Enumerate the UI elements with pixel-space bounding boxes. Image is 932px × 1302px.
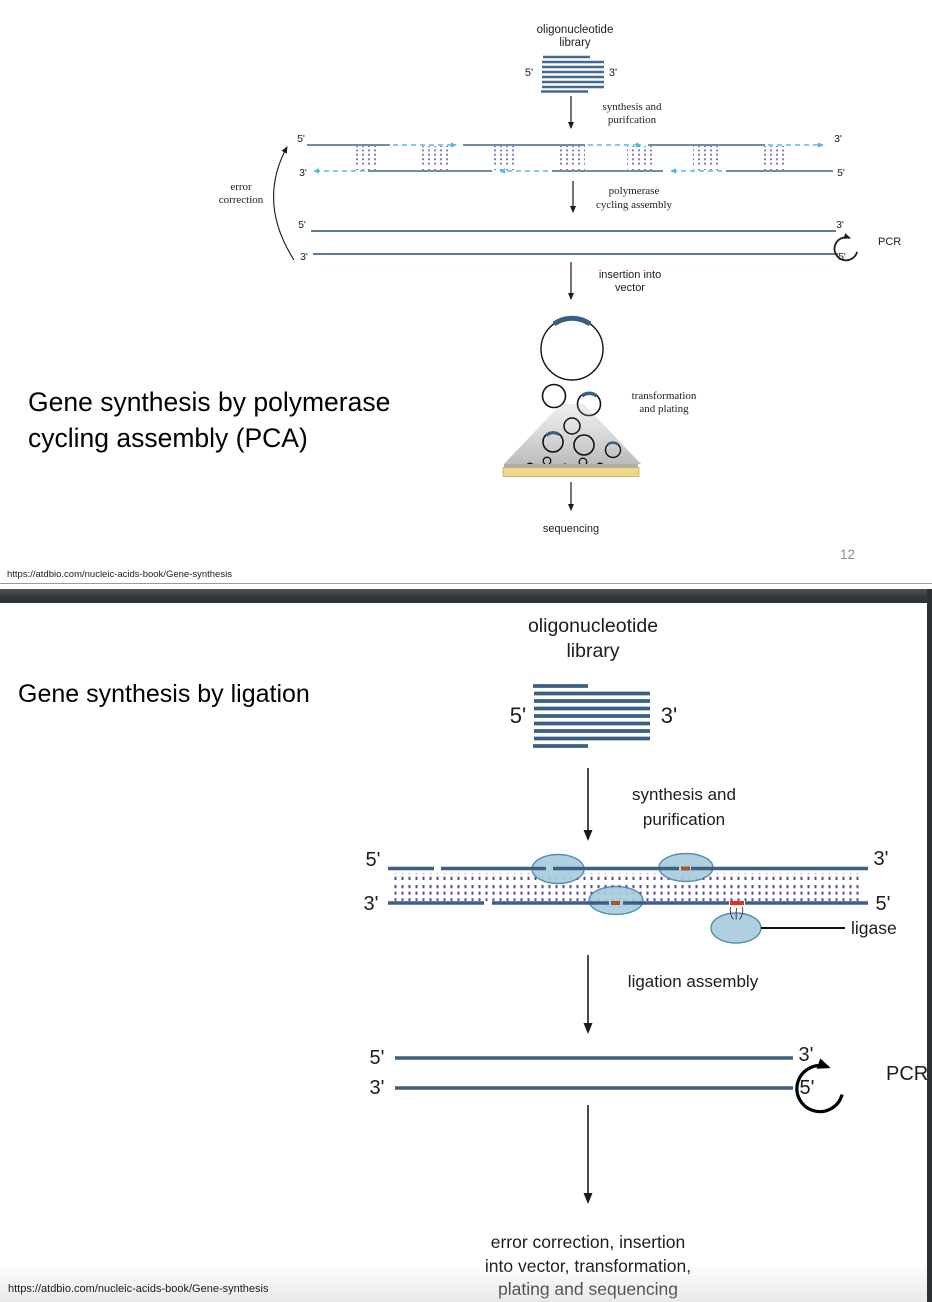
sequencing-label: sequencing <box>543 523 599 535</box>
vector-plasmid <box>540 315 604 381</box>
ligase-label: ligase <box>851 918 897 938</box>
error-correction-label-2: correction <box>219 194 264 206</box>
final-step-label-3: plating and sequencing <box>498 1279 678 1299</box>
oligo-5prime-label: 5' <box>525 67 533 79</box>
oligo-3prime-label: 3' <box>609 67 617 79</box>
annealed-oligos: 5' 3' 3' 5' <box>297 133 845 179</box>
slide-boundary-line <box>0 583 932 584</box>
error-correction-label-1: error <box>230 181 252 193</box>
nick-action-lines <box>729 906 744 920</box>
synthesis-label-2: purification <box>643 810 725 829</box>
synthesis-label-1: synthesis and <box>603 101 662 113</box>
duplex-5prime-br: 5' <box>876 893 891 915</box>
result-5prime-tl: 5' <box>370 1047 385 1069</box>
synthesis-label-1: synthesis and <box>632 785 736 804</box>
slide-ligation: oligonucleotide library 5' 3' synthesis … <box>0 603 932 1302</box>
nick-mark-mid <box>611 901 620 905</box>
insertion-label-2: vector <box>615 282 645 294</box>
final-step-label-1: error correction, insertion <box>491 1232 686 1252</box>
synthesis-label-2: purifcation <box>608 114 657 126</box>
final-step-label-2: into vector, transformation, <box>485 1256 691 1276</box>
duplex2-5prime-br: 5' <box>838 251 846 263</box>
footer-url-slide2: https://atdbio.com/nucleic-acids-book/Ge… <box>8 1283 269 1295</box>
page-number: 12 <box>840 547 856 562</box>
pca-label-2: cycling assembly <box>596 199 673 211</box>
pcr-label: PCR <box>878 236 901 248</box>
ligation-assembly-label: ligation assembly <box>628 972 759 991</box>
result-3prime-tr: 3' <box>799 1044 814 1066</box>
transformation-label-1: transformation <box>632 390 697 402</box>
result-3prime-bl: 3' <box>370 1077 385 1099</box>
transformation-label-2: and plating <box>639 403 689 415</box>
assembled-duplex: 5' 3' 3' 5' <box>298 219 846 263</box>
slide1-title: Gene synthesis by polymerase cycling ass… <box>28 384 390 456</box>
duplex1-3prime-bl: 3' <box>299 167 307 179</box>
duplex2-3prime-tr: 3' <box>836 219 844 231</box>
transformation-plating <box>502 383 641 477</box>
duplex1-5prime-br: 5' <box>837 167 845 179</box>
duplex2-3prime-bl: 3' <box>300 251 308 263</box>
pcr-label: PCR <box>886 1063 928 1085</box>
duplex-3prime-tr: 3' <box>874 848 889 870</box>
plate-rim <box>504 464 638 468</box>
oligo-library-label-2: library <box>559 37 591 49</box>
result-5prime-br: 5' <box>800 1077 815 1099</box>
plate-agar <box>502 467 640 477</box>
nick-mark-top <box>681 866 690 871</box>
pcr-cycle-icon <box>833 233 858 262</box>
oligo-library-label-2: library <box>566 640 619 662</box>
pca-diagram: oligonucleotide library 5' 3' synthesis … <box>219 24 902 535</box>
ligation-diagram: oligonucleotide library 5' 3' synthesis … <box>364 615 929 1299</box>
duplex1-5prime-tl: 5' <box>297 133 305 145</box>
assembled-duplex: 5' 3' 3' 5' <box>370 1044 815 1099</box>
oligo-stack <box>533 684 650 748</box>
duplex1-3prime-tr: 3' <box>834 133 842 145</box>
insertion-label-1: insertion into <box>599 269 661 281</box>
nicked-duplex: ligase 5' 3' 3' 5' <box>364 848 897 944</box>
pca-label-1: polymerase <box>609 185 660 197</box>
slide1-title-line1: Gene synthesis by polymerase <box>28 387 391 417</box>
duplex-3prime-bl: 3' <box>364 893 379 915</box>
oligo-stack <box>541 55 604 93</box>
pcr-cycle-icon <box>795 1058 844 1114</box>
nick-mark-red <box>730 901 744 905</box>
duplex2-5prime-tl: 5' <box>298 219 306 231</box>
error-correction-arrow <box>273 146 295 261</box>
footer-url-slide1: https://atdbio.com/nucleic-acids-book/Ge… <box>7 569 232 580</box>
oligo-3prime-label: 3' <box>661 703 677 728</box>
slide-pca: Gene synthesis by polymerase cycling ass… <box>0 0 932 584</box>
slide-divider-bar <box>0 589 932 603</box>
duplex-5prime-tl: 5' <box>366 849 381 871</box>
oligo-library-label-1: oligonucleotide <box>528 615 658 637</box>
viewer-right-edge <box>927 589 932 1302</box>
slide2-title: Gene synthesis by ligation <box>18 680 310 708</box>
oligo-5prime-label: 5' <box>510 703 526 728</box>
slide1-title-line2: cycling assembly (PCA) <box>28 423 308 453</box>
oligo-library-label-1: oligonucleotide <box>537 24 614 36</box>
